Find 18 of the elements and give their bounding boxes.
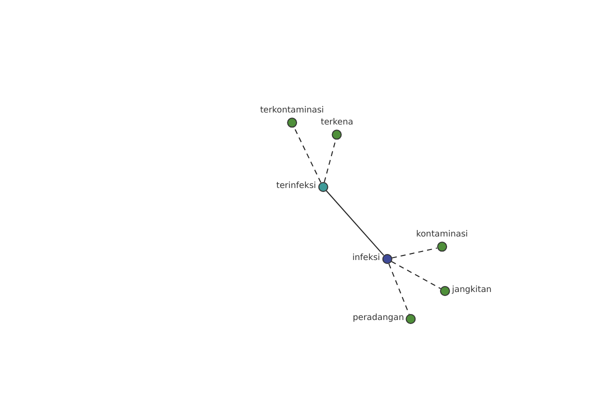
graph-node xyxy=(352,254,392,264)
node-label: infeksi xyxy=(352,254,380,264)
connector xyxy=(326,190,384,256)
graph-node xyxy=(416,230,468,252)
graph-node xyxy=(320,118,354,140)
dashed-connector xyxy=(388,263,410,315)
node-label: terkontaminasi xyxy=(260,106,324,116)
node-label: kontaminasi xyxy=(416,230,468,240)
node-label: jangkitan xyxy=(452,286,492,296)
dashed-connector xyxy=(391,248,438,258)
graph-node xyxy=(276,182,328,192)
node-label: terkena xyxy=(320,118,354,128)
graph-node xyxy=(352,314,416,324)
node-label: terinfeksi xyxy=(276,182,316,192)
graph-node xyxy=(440,286,492,296)
dashed-connector xyxy=(390,260,442,290)
dashed-connector xyxy=(294,127,322,183)
node-label: peradangan xyxy=(352,314,404,324)
